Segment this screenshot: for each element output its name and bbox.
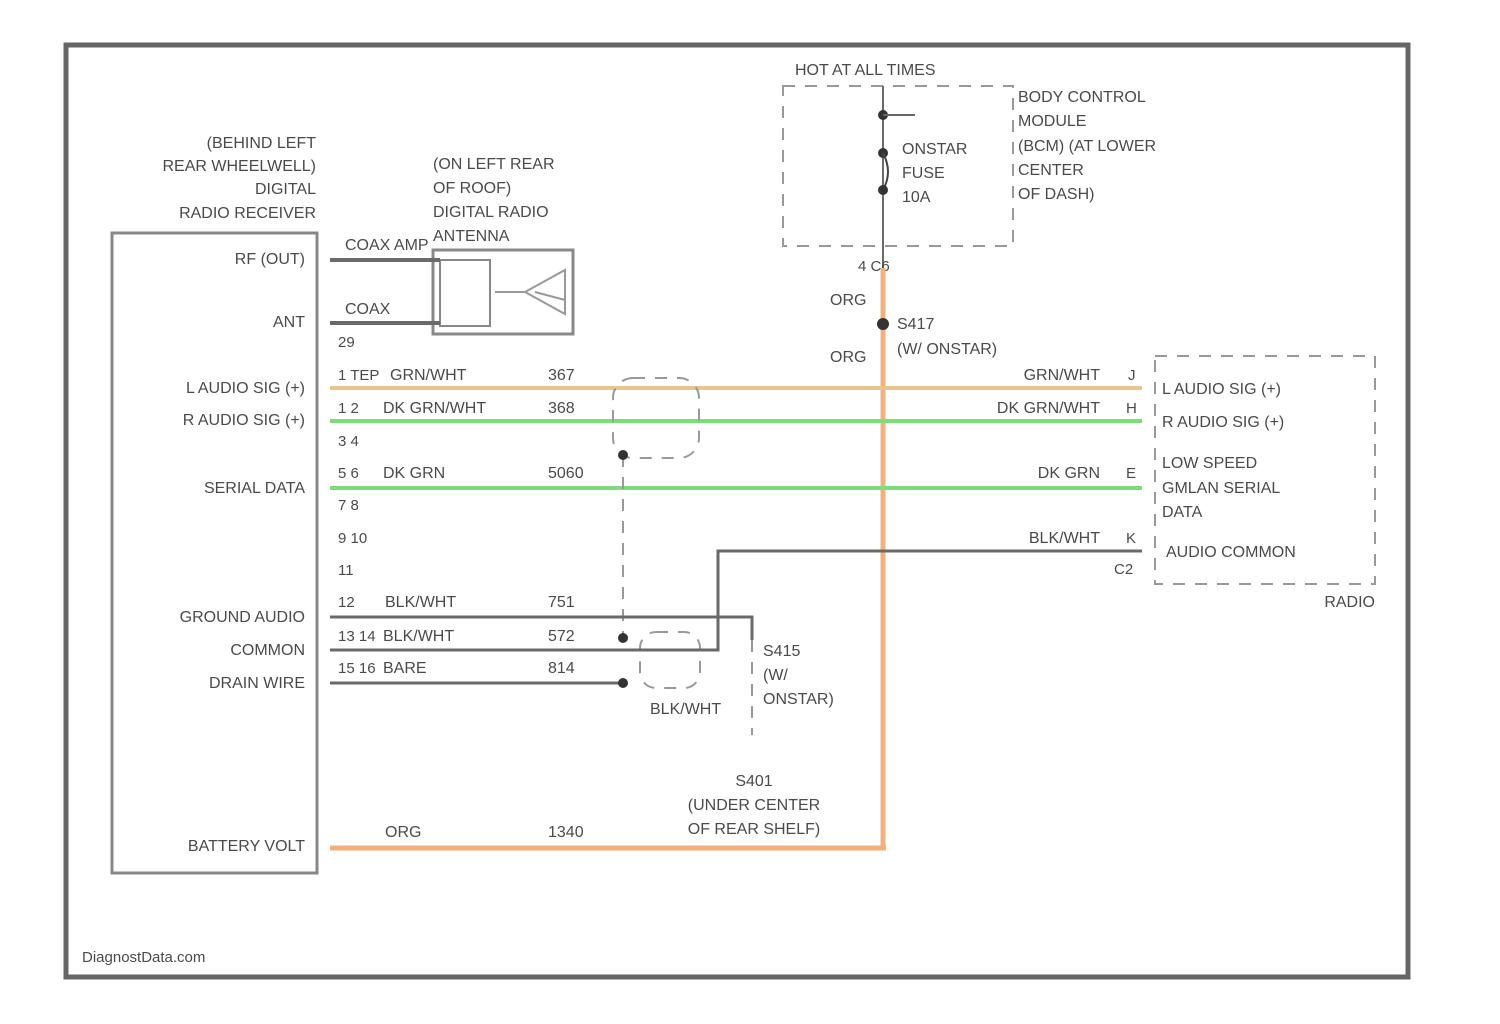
drain-pins: 15 16	[338, 660, 376, 677]
radio-pin-r-audio: R AUDIO SIG (+)	[1162, 414, 1284, 431]
bcm-title-4: CENTER	[1018, 162, 1084, 179]
coax-amp-label: COAX AMP	[345, 237, 429, 254]
s415-desc-2: ONSTAR)	[763, 691, 834, 708]
s401-name: S401	[735, 773, 772, 790]
radio-pin-low-speed-1: LOW SPEED	[1162, 455, 1257, 472]
receiver-title-4: RADIO RECEIVER	[179, 205, 316, 222]
antenna-title-2: OF ROOF)	[433, 180, 511, 197]
fuse-node-bottom	[878, 185, 888, 195]
l-audio-color: GRN/WHT	[390, 367, 467, 384]
battery-circuit: 1340	[548, 824, 584, 841]
pins-3-4: 3 4	[338, 433, 359, 450]
pin-11: 11	[338, 562, 354, 579]
s415-color: BLK/WHT	[650, 701, 721, 718]
serial-circuit: 5060	[548, 465, 584, 482]
bcm-dashed-box	[783, 86, 1013, 246]
serial-color: DK GRN	[383, 465, 445, 482]
org-label-lower: ORG	[830, 349, 866, 366]
coax-label: COAX	[345, 301, 391, 318]
splice-s417-desc: (W/ ONSTAR)	[897, 341, 997, 358]
antenna-amp-box	[440, 260, 490, 326]
pin-serial-data: SERIAL DATA	[204, 480, 305, 497]
drain-circuit: 814	[548, 660, 575, 677]
audio-common-right-color: BLK/WHT	[1029, 530, 1100, 547]
radio-pin-low-speed-3: DATA	[1162, 504, 1203, 521]
shield-loop-lower	[640, 632, 700, 688]
l-audio-right-color: GRN/WHT	[1024, 367, 1101, 384]
serial-right-color: DK GRN	[1038, 465, 1100, 482]
org-label-upper: ORG	[830, 292, 866, 309]
splice-s417-name: S417	[897, 316, 934, 333]
drain-splice-node	[618, 678, 628, 688]
pin-ant: ANT	[273, 314, 305, 331]
battery-color: ORG	[385, 824, 421, 841]
radio-connector-c2: C2	[1114, 561, 1133, 578]
r-audio-right-pin: H	[1126, 400, 1137, 417]
receiver-title-3: DIGITAL	[255, 181, 316, 198]
antenna-connector-label: 29	[338, 334, 355, 351]
antenna-icon	[495, 270, 565, 314]
footer-watermark: DiagnostData.com	[82, 949, 205, 966]
serial-pins: 5 6	[338, 465, 359, 482]
ground-audio-color: BLK/WHT	[385, 594, 456, 611]
pin-rf-out: RF (OUT)	[235, 251, 305, 268]
bcm-title-3: (BCM) (AT LOWER	[1018, 138, 1156, 155]
pin-drain-wire: DRAIN WIRE	[209, 675, 305, 692]
pin-l-audio: L AUDIO SIG (+)	[186, 380, 305, 397]
l-audio-circuit: 367	[548, 367, 575, 384]
pins-9-10: 9 10	[338, 530, 367, 547]
l-audio-pins: 1 TEP	[338, 367, 379, 384]
common-circuit: 572	[548, 628, 575, 645]
radio-pin-low-speed-2: GMLAN SERIAL	[1162, 480, 1280, 497]
r-audio-right-color: DK GRN/WHT	[997, 400, 1100, 417]
pins-7-8: 7 8	[338, 497, 359, 514]
s415-name: S415	[763, 643, 800, 660]
pin-battery-volt: BATTERY VOLT	[188, 838, 305, 855]
common-color: BLK/WHT	[383, 628, 454, 645]
bcm-title-1: BODY CONTROL	[1018, 89, 1146, 106]
common-pins: 13 14	[338, 628, 376, 645]
ground-audio-pins: 12	[338, 594, 355, 611]
drain-color: BARE	[383, 660, 427, 677]
fuse-label-1: ONSTAR	[902, 141, 967, 158]
fuse-label-3: 10A	[902, 189, 931, 206]
antenna-title-1: (ON LEFT REAR	[433, 156, 555, 173]
antenna-title-4: ANTENNA	[433, 228, 510, 245]
s415-desc-1: (W/	[763, 667, 788, 684]
s401-desc-1: (UNDER CENTER	[688, 797, 820, 814]
s401-desc-2: OF REAR SHELF)	[688, 821, 820, 838]
l-audio-right-pin: J	[1128, 367, 1136, 384]
receiver-title-2: REAR WHEELWELL)	[162, 158, 316, 175]
radio-pin-audio-common: AUDIO COMMON	[1166, 544, 1296, 561]
audio-common-right-pin: K	[1126, 530, 1136, 547]
r-audio-pins: 1 2	[338, 400, 359, 417]
radio-pin-l-audio: L AUDIO SIG (+)	[1162, 381, 1281, 398]
pin-ground-audio: GROUND AUDIO	[180, 609, 305, 626]
splice-s417	[877, 318, 889, 330]
ground-audio-circuit: 751	[548, 594, 575, 611]
common-splice-node	[618, 633, 628, 643]
r-audio-circuit: 368	[548, 400, 575, 417]
pin-r-audio: R AUDIO SIG (+)	[183, 412, 305, 429]
fuse-label-2: FUSE	[902, 165, 945, 182]
receiver-title-1: (BEHIND LEFT	[207, 135, 317, 152]
bcm-title-5: OF DASH)	[1018, 186, 1094, 203]
radio-label: RADIO	[1324, 594, 1375, 611]
shield-node-upper	[618, 450, 628, 460]
pin-common: COMMON	[230, 642, 305, 659]
hot-at-all-times: HOT AT ALL TIMES	[795, 62, 936, 79]
bcm-title-2: MODULE	[1018, 113, 1086, 130]
serial-right-pin: E	[1126, 465, 1136, 482]
antenna-title-3: DIGITAL RADIO	[433, 204, 549, 221]
r-audio-color: DK GRN/WHT	[383, 400, 486, 417]
